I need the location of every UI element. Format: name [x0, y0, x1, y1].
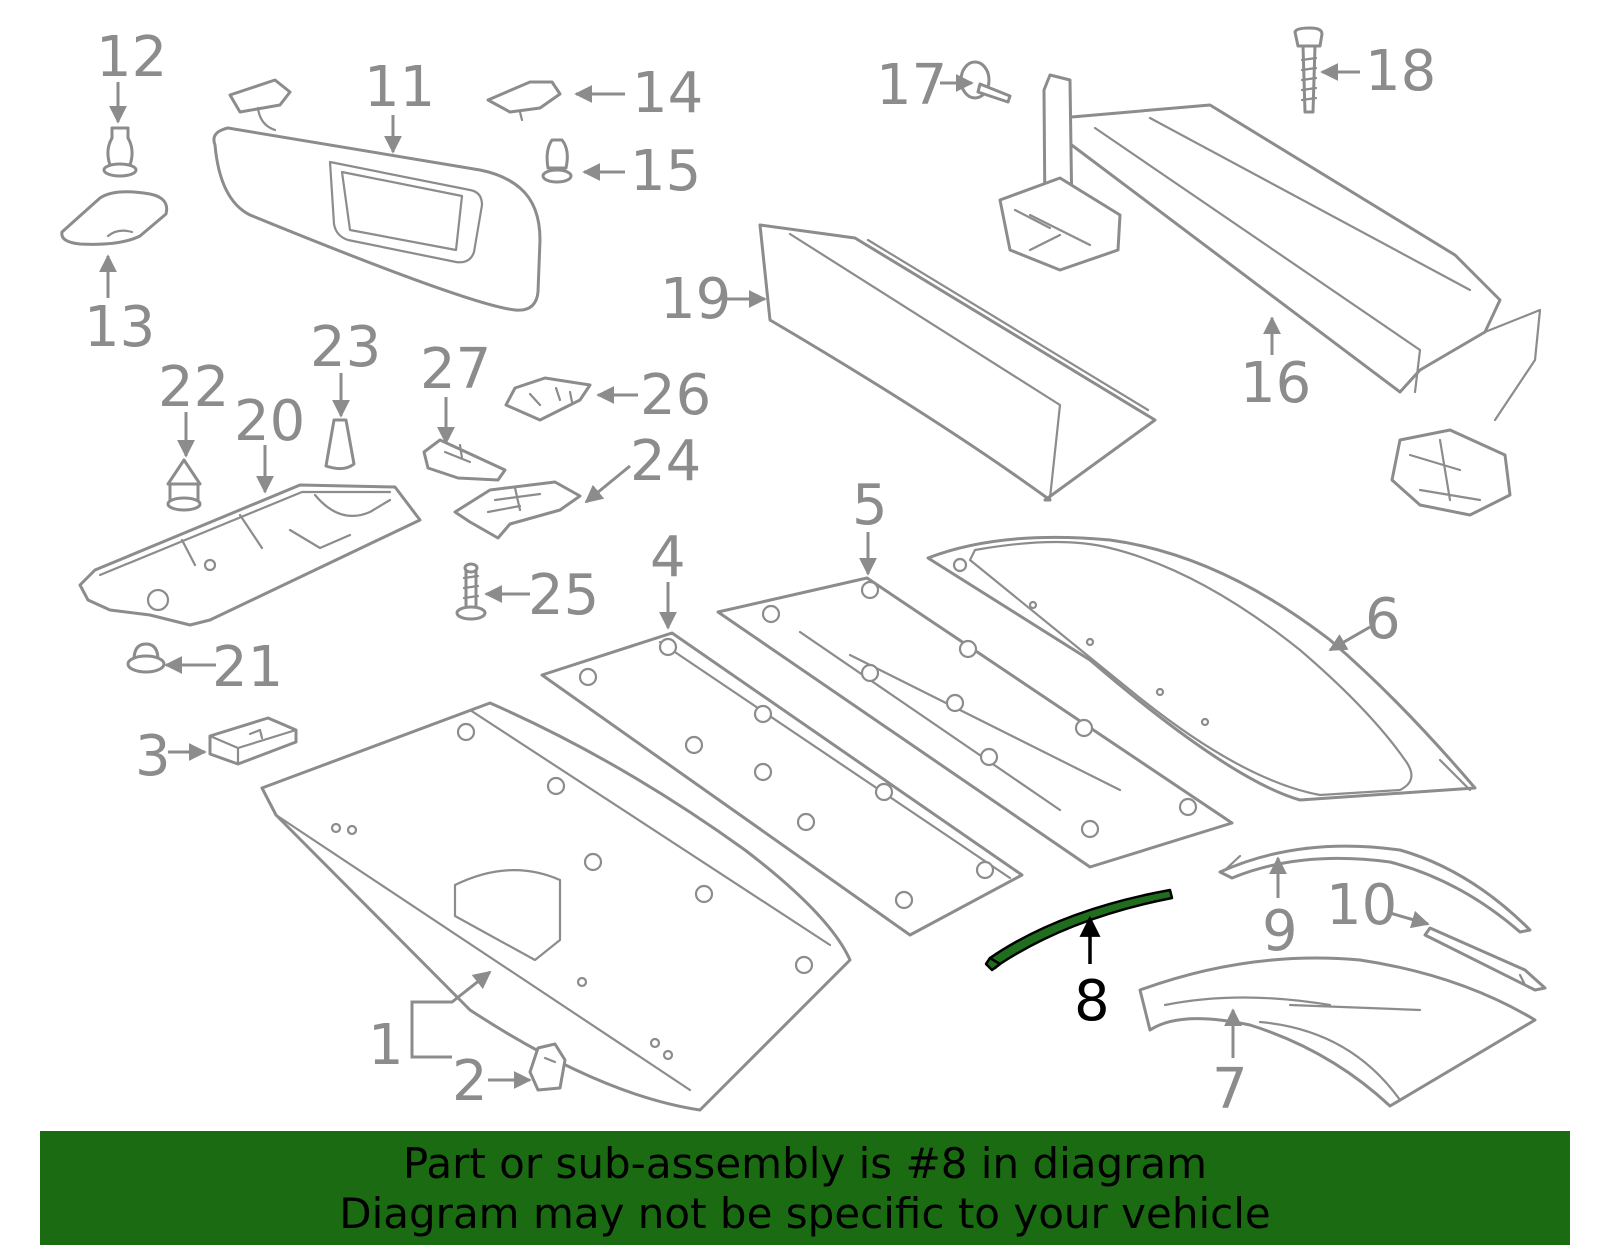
part-6-rear-window [926, 535, 1477, 802]
part-8-weatherstrip-highlighted [984, 888, 1174, 972]
part-26-bracket [504, 376, 592, 422]
callout-9: 9 [1262, 899, 1298, 964]
part-23-pin [324, 418, 356, 471]
part-24-bracket [453, 480, 582, 540]
parts-diagram: 12 13 11 14 15 17 18 16 19 26 27 23 22 2… [60, 25, 1547, 1122]
callout-21: 21 [212, 635, 283, 700]
part-7-quarter-trim [1138, 956, 1537, 1108]
callout-3: 3 [135, 724, 171, 789]
part-27-bracket [422, 438, 507, 482]
part-19-panel [758, 223, 1157, 502]
part-9-trim-strip [1218, 844, 1532, 934]
callout-22: 22 [158, 355, 229, 420]
callout-25: 25 [528, 563, 599, 628]
banner-line-1: Part or sub-assembly is #8 in diagram [402, 1139, 1208, 1188]
part-12-clip [102, 126, 138, 178]
part-25-screw [455, 562, 487, 621]
part-13-bracket [60, 190, 169, 246]
callout-2: 2 [452, 1049, 488, 1114]
callout-27: 27 [420, 337, 491, 402]
callout-17: 17 [876, 53, 947, 118]
callout-16: 16 [1240, 351, 1311, 416]
callout-11: 11 [364, 55, 435, 120]
callout-24: 24 [630, 429, 701, 494]
part-11-sun-visor [212, 78, 542, 312]
callout-4: 4 [650, 525, 686, 590]
callout-20: 20 [234, 389, 305, 454]
part-15-clip [541, 138, 573, 184]
banner-line-2: Diagram may not be specific to your vehi… [339, 1189, 1271, 1238]
callout-23: 23 [310, 315, 381, 380]
callout-26: 26 [640, 363, 711, 428]
part-10-strip [1423, 926, 1547, 992]
leader-lines [99, 63, 1430, 1089]
callout-1: 1 [368, 1013, 404, 1078]
callout-labels: 12 13 11 14 15 17 18 16 19 26 27 23 22 2… [84, 25, 1436, 1122]
callout-19: 19 [660, 267, 731, 332]
part-3-pad [208, 716, 298, 766]
callout-14: 14 [632, 61, 703, 126]
callout-13: 13 [84, 295, 155, 360]
part-1-headliner [260, 701, 852, 1112]
callout-5: 5 [852, 473, 888, 538]
callout-15: 15 [630, 139, 701, 204]
part-5-panel [716, 576, 1234, 869]
callout-18: 18 [1365, 39, 1436, 104]
part-18-bolt [1293, 26, 1324, 114]
callout-6: 6 [1365, 587, 1401, 652]
info-banner: Part or sub-assembly is #8 in diagram Di… [40, 1131, 1570, 1245]
part-16-roller-blind-assembly [998, 73, 1542, 517]
callout-10: 10 [1326, 873, 1397, 938]
part-22-clip [166, 458, 202, 512]
part-21-clip [126, 642, 166, 674]
part-20-trim [78, 483, 422, 627]
part-4-panel [540, 631, 1024, 937]
callout-12: 12 [96, 25, 167, 90]
part-14-clip [486, 80, 562, 122]
callout-7: 7 [1212, 1057, 1248, 1122]
callout-8-highlighted: 8 [1074, 969, 1110, 1034]
part-2-clip [528, 1042, 567, 1092]
